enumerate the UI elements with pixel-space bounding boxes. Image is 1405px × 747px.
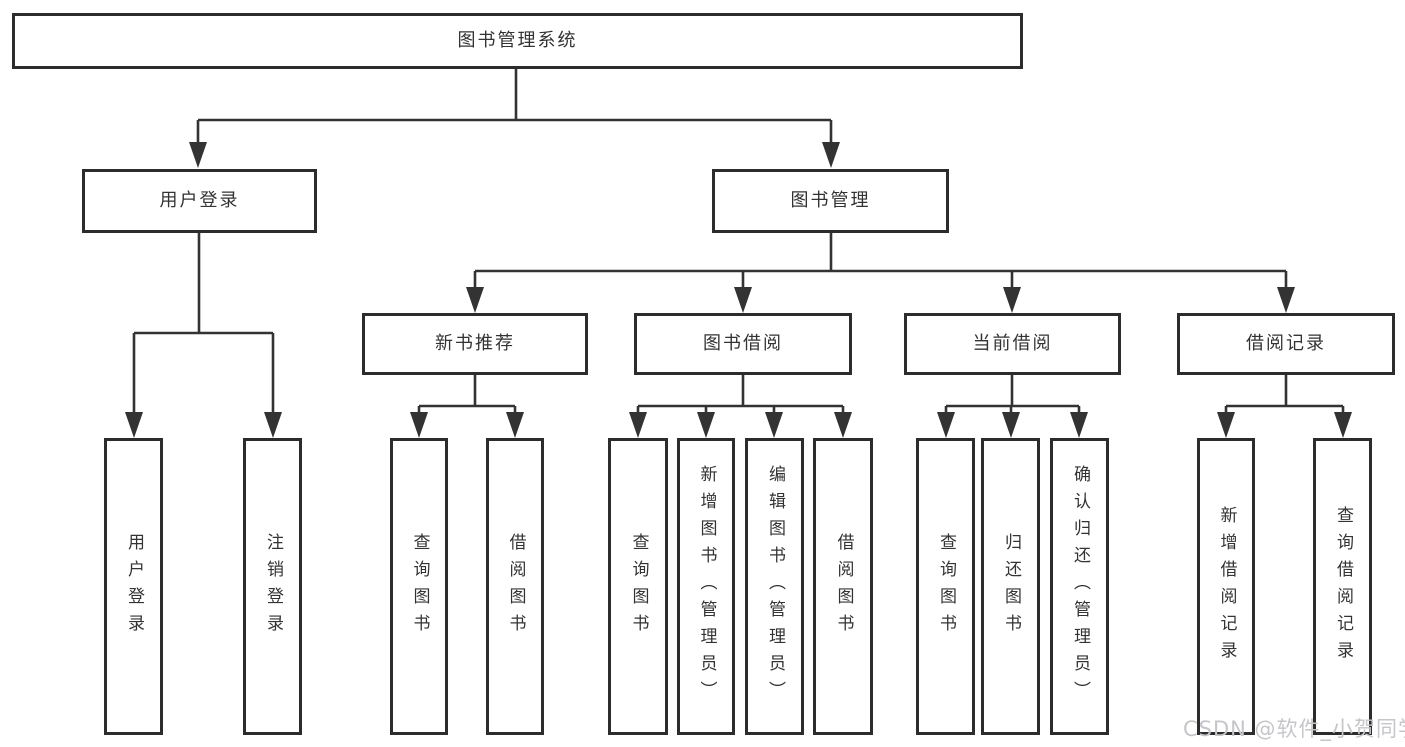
leaf-borrow-books-borrowing: 借阅图书 — [813, 438, 873, 735]
leaf-logout: 注销登录 — [243, 438, 302, 735]
arrowheads — [125, 142, 1352, 438]
node-new-book-recommend: 新书推荐 — [362, 313, 588, 375]
leaf-query-borrow-record: 查询借阅记录 — [1313, 438, 1372, 735]
node-user-login: 用户登录 — [82, 169, 317, 233]
leaf-add-borrow-record: 新增借阅记录 — [1197, 438, 1255, 735]
watermark: CSDN @软件_小贺同学 — [1183, 717, 1405, 741]
node-library-management-system: 图书管理系统 — [12, 13, 1023, 69]
leaf-borrow-books-recommend: 借阅图书 — [486, 438, 544, 735]
node-current-borrowing: 当前借阅 — [904, 313, 1121, 375]
node-borrowing-records: 借阅记录 — [1177, 313, 1395, 375]
leaf-confirm-return-admin: 确认归还（管理员） — [1050, 438, 1109, 735]
leaf-query-books-recommend: 查询图书 — [390, 438, 448, 735]
node-book-borrowing: 图书借阅 — [634, 313, 852, 375]
node-book-management: 图书管理 — [712, 169, 949, 233]
leaf-query-books-borrowing: 查询图书 — [608, 438, 668, 735]
leaf-user-login: 用户登录 — [104, 438, 163, 735]
leaf-add-book-admin: 新增图书（管理员） — [677, 438, 735, 735]
leaf-query-books-current: 查询图书 — [916, 438, 975, 735]
leaf-edit-book-admin: 编辑图书（管理员） — [745, 438, 804, 735]
leaf-return-books: 归还图书 — [981, 438, 1040, 735]
